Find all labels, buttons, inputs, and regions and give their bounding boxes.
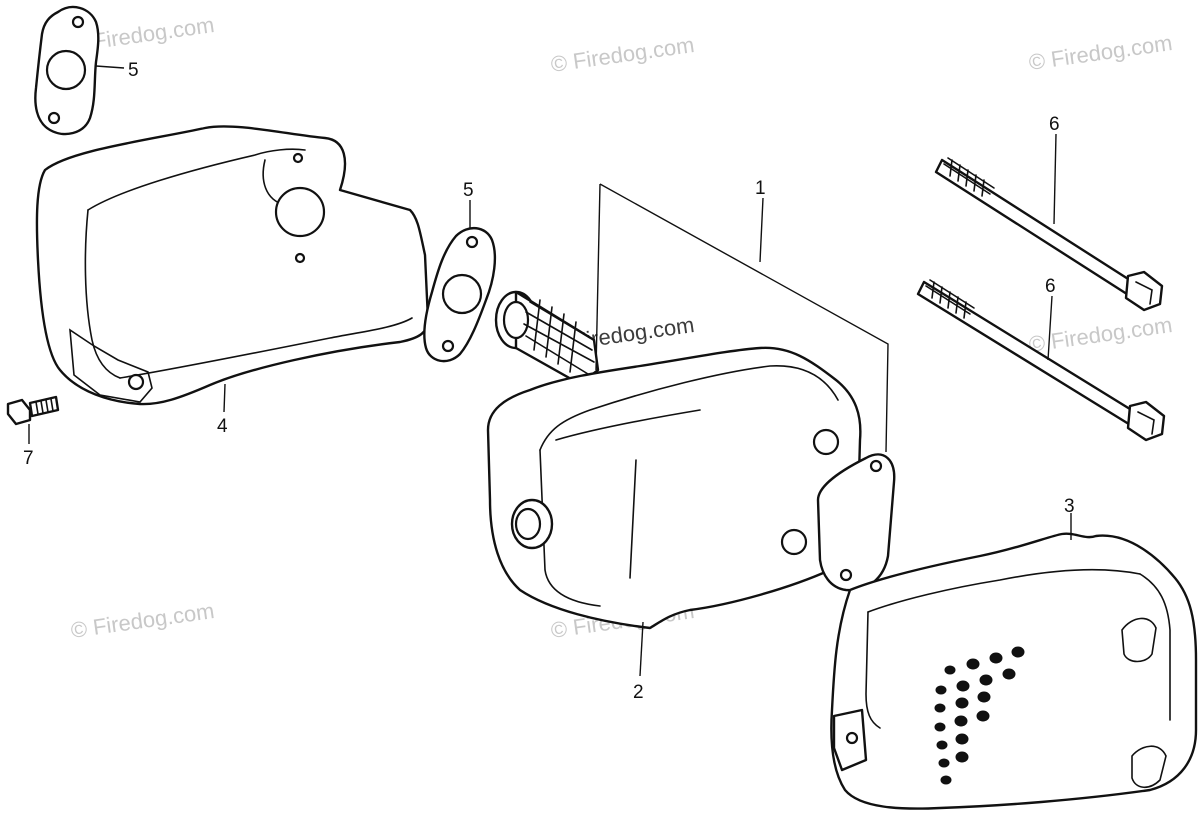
callout-cover: 4 — [217, 416, 228, 437]
callout-muffler-set: 1 — [755, 178, 766, 199]
callout-screw: 7 — [23, 448, 34, 469]
callout-labels: 5 5 1 6 6 4 7 2 3 — [23, 60, 1075, 703]
watermark-3: © Firedog.com — [1027, 30, 1174, 75]
leader-lines — [28, 65, 1072, 677]
muffler-cover-part — [35, 125, 430, 406]
callout-protector: 3 — [1064, 496, 1075, 517]
muffler-set-leader — [595, 183, 889, 453]
callout-muffler: 2 — [633, 682, 644, 703]
bolt-lower-part — [916, 279, 1166, 442]
callout-gasket-top: 5 — [128, 60, 139, 81]
gasket-top-part — [34, 5, 100, 136]
watermark-7: © Firedog.com — [69, 598, 216, 643]
gasket-mid-part — [423, 227, 497, 363]
bolt-upper-part — [934, 157, 1164, 312]
callout-bolt-upper: 6 — [1049, 114, 1060, 135]
callout-bolt-lower: 6 — [1045, 276, 1056, 297]
exhaust-pipe-part — [494, 290, 600, 386]
callout-gasket-mid: 5 — [463, 180, 474, 201]
end-gasket-part — [816, 453, 896, 592]
muffler-protector-part — [830, 532, 1198, 810]
vent-holes — [934, 646, 1025, 785]
screw-part — [6, 395, 60, 426]
watermark-2: © Firedog.com — [549, 32, 696, 77]
muffler-body-part — [486, 346, 862, 630]
